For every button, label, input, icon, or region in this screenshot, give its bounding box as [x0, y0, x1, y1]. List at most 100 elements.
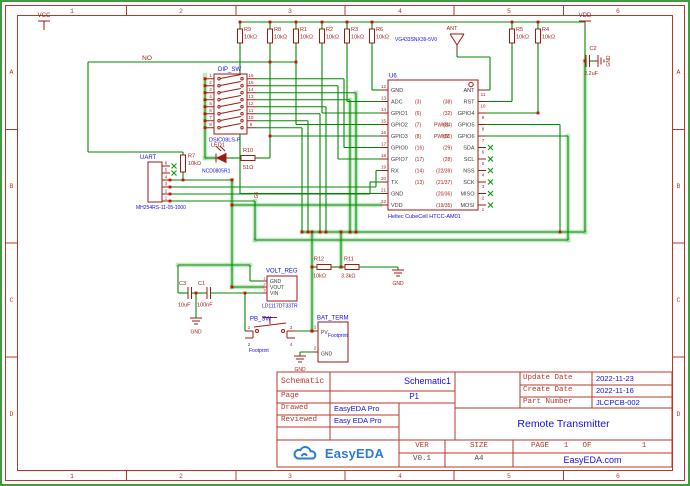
bat-pin-pv: PV: [321, 330, 328, 336]
u6-alt-gpio0: (16): [415, 146, 424, 152]
bat-num-1: 1: [314, 325, 317, 330]
u6-pin-name-scl: SCL: [464, 157, 475, 163]
r7-ref: R7: [188, 154, 195, 160]
r4-ref: R4: [542, 27, 549, 33]
titleblock-drawed-label: Drawed: [281, 404, 309, 413]
resistor-r12[interactable]: [316, 264, 332, 270]
vreg-num-1: 1: [263, 276, 266, 281]
resistor-r10[interactable]: [240, 155, 256, 161]
u6-pin-name-ant: ANT: [464, 88, 476, 94]
u6-num-6: 6: [482, 150, 485, 155]
titleblock-size-label: SIZE: [469, 441, 488, 450]
wires[interactable]: [87, 21, 594, 356]
bat-term-name: BAT_TERM: [317, 316, 349, 322]
led1[interactable]: [215, 145, 227, 164]
u6-pwm1: PWM1: [434, 123, 449, 129]
dip-sw-name: DIP_SW: [218, 67, 241, 73]
u6-pwm2: PWM2: [434, 134, 449, 140]
r3-ref: R3: [351, 27, 358, 33]
r12-ref: R12: [314, 257, 324, 263]
pb-num-3: 3: [290, 325, 293, 330]
r6-val: 10kΩ: [376, 35, 389, 41]
r5-ref: R5: [516, 27, 523, 33]
frame-row-label-left: A: [10, 69, 14, 76]
capacitor-c1[interactable]: [206, 287, 211, 299]
volt-reg-part: LD1117DT33TR: [262, 304, 298, 310]
capacitor-c3[interactable]: [187, 287, 192, 299]
resistor-r2[interactable]: [319, 28, 325, 44]
resistor-r4[interactable]: [535, 28, 541, 44]
resistor-r6[interactable]: [369, 28, 375, 44]
titleblock-site: EasyEDA.com: [563, 454, 622, 465]
push-button[interactable]: [252, 317, 288, 339]
vcc-flag-label: VCC: [38, 13, 51, 19]
resistor-r11[interactable]: [344, 264, 360, 270]
u6-pin-name-gpio3: GPIO3: [391, 134, 408, 140]
dip-switch[interactable]: [213, 73, 248, 135]
antenna[interactable]: [449, 33, 465, 52]
r4-val: 10kΩ: [542, 35, 555, 41]
u6-alt-gpio5: (34): [443, 123, 452, 129]
resistor-r8[interactable]: [267, 28, 273, 44]
u6-part: Heltec CubeCell HTCC-AM01: [388, 214, 461, 220]
u6-alt-tx: (13): [415, 180, 424, 186]
u6-pin-name-rst: RST: [464, 100, 476, 106]
frame-col-label-top: 2: [179, 8, 183, 15]
r8-val: 10kΩ: [274, 35, 287, 41]
vreg-pin-vin: VIN: [270, 291, 279, 297]
c2-ref: C2: [589, 46, 596, 52]
vdd-flag: [579, 20, 591, 26]
u6-pin-name-gpio6: GPIO6: [458, 134, 475, 140]
gnd-symbol-r11: [392, 269, 404, 277]
uart-connector[interactable]: [147, 161, 163, 203]
ic-u6[interactable]: [387, 79, 479, 211]
u6-pin-name-gpio7: GPIO7: [391, 157, 408, 163]
ant-ref: ANT: [447, 26, 459, 32]
resistor-r3[interactable]: [344, 28, 350, 44]
dip-pin-7: 7: [209, 115, 212, 120]
u6-pin-name-rx: RX: [391, 169, 399, 175]
titleblock-size-value: A4: [474, 455, 484, 464]
vreg-num-2: 2: [263, 282, 266, 287]
u6-num-20: 20: [381, 176, 387, 181]
frame-row-label-left: B: [10, 183, 14, 190]
u6-num-16: 16: [381, 130, 387, 135]
resistor-r1[interactable]: [293, 28, 299, 44]
u6-ref: U6: [389, 74, 397, 80]
resistor-r9[interactable]: [237, 28, 243, 44]
frame-row-label-left: D: [10, 411, 14, 418]
resistor-r5[interactable]: [509, 28, 515, 44]
r12-val: 10kΩ: [313, 274, 326, 280]
r1-val: 10kΩ: [300, 35, 313, 41]
frame-col-label-bottom: 4: [398, 473, 402, 480]
voltage-regulator[interactable]: [266, 275, 298, 302]
u6-num-13: 13: [381, 96, 387, 101]
r5-val: 10kΩ: [516, 35, 529, 41]
titleblock-page-total: 1: [641, 441, 647, 450]
u6-alt-sda: (29): [443, 146, 452, 152]
gnd-label-r11: GND: [392, 281, 404, 287]
dip-pin-13: 13: [248, 94, 254, 99]
resistor-r7[interactable]: [180, 154, 186, 173]
pb-sw-name: PB_SW: [250, 317, 271, 323]
dip-pin-10: 10: [248, 115, 254, 120]
u6-pin-name-gnd1: GND: [391, 88, 403, 94]
titleblock-ver-label: VER: [415, 441, 429, 450]
frame-col-label-bottom: 3: [288, 473, 292, 480]
dip-pin-6: 6: [209, 108, 212, 113]
u6-num-8: 8: [482, 127, 485, 132]
dip-pin-1: 1: [209, 73, 212, 78]
dip-pin-4: 4: [209, 94, 212, 99]
dip-pin-5: 5: [209, 101, 212, 106]
u6-alt-gpio7: (17): [415, 157, 424, 163]
u6-alt-rx: (14): [415, 169, 424, 175]
bat-pin-gnd: GND: [321, 352, 333, 358]
no-connect-flags: [171, 144, 494, 208]
titleblock-part-label: Part Number: [523, 397, 573, 406]
battery-terminal[interactable]: [317, 321, 349, 363]
u6-num-11: 11: [481, 92, 486, 97]
u6-num-19: 19: [381, 165, 387, 170]
u6-num-22: 22: [381, 199, 387, 204]
